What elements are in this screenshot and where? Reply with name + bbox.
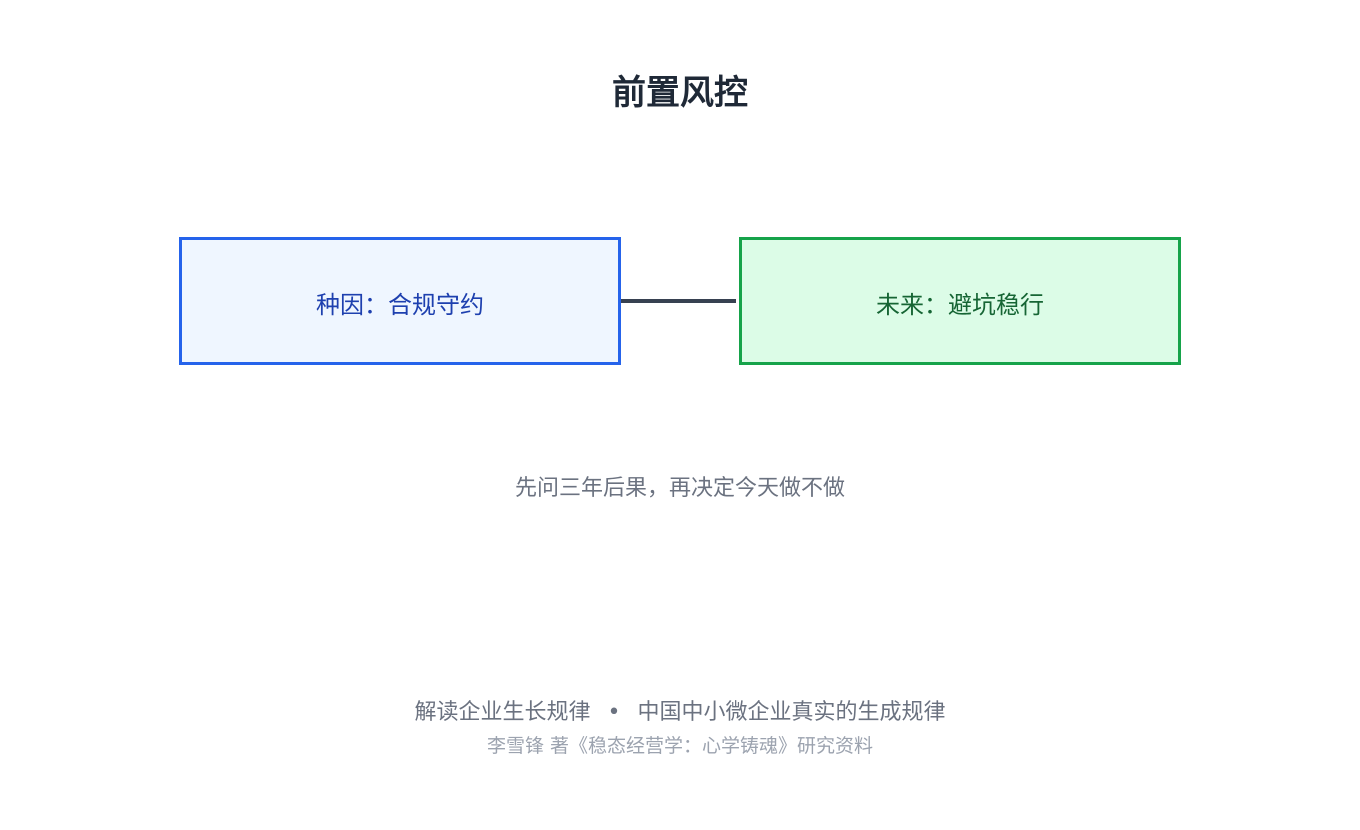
footer-separator: • [607, 700, 621, 725]
future-box-label: 未来：避坑稳行 [876, 291, 1044, 319]
future-box: 未来：避坑稳行 [739, 237, 1181, 365]
cause-box-label: 种因：合规守约 [316, 291, 484, 319]
subtitle: 先问三年后果，再决定今天做不做 [514, 476, 845, 501]
page-title: 前置风控 [612, 73, 748, 113]
footer-sub-line: 李雪锋 著《稳态经营学：心学铸魂》研究资料 [486, 735, 874, 757]
cause-box: 种因：合规守约 [179, 237, 621, 365]
footer-main-line: 解读企业生长规律 • 中国中小微企业真实的生成规律 [0, 698, 1360, 728]
footer-right-text: 中国中小微企业真实的生成规律 [637, 700, 946, 725]
connector-line [621, 299, 736, 303]
footer-left-text: 解读企业生长规律 [414, 700, 591, 725]
